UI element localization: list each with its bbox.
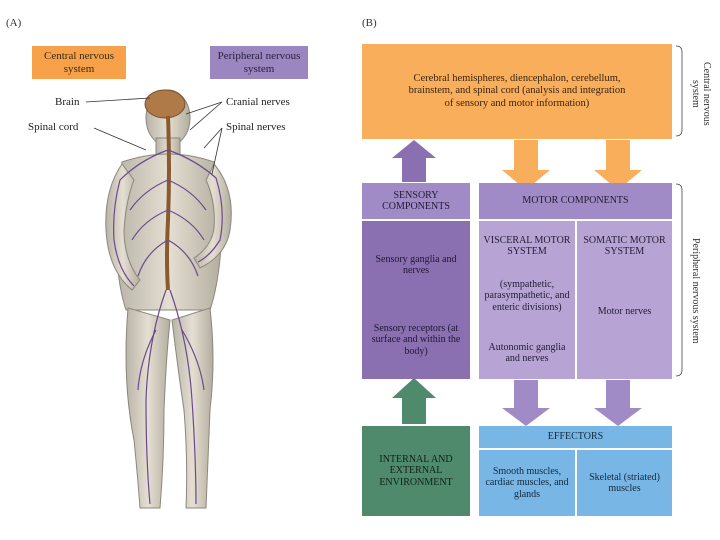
environment-box: INTERNAL AND EXTERNAL ENVIRONMENT bbox=[362, 426, 470, 516]
bracket-pns bbox=[675, 183, 683, 377]
arrow-visceral-to-effectors bbox=[502, 380, 550, 426]
motor-header: MOTOR COMPONENTS bbox=[479, 183, 672, 219]
nerve-lines bbox=[113, 149, 223, 505]
somatic-body bbox=[577, 221, 672, 379]
sensory-receptors: Sensory receptors (at surface and within… bbox=[371, 322, 461, 357]
nervous-system-figure bbox=[105, 89, 232, 509]
sensory-ganglia: Sensory ganglia and nerves bbox=[375, 253, 457, 277]
spinal-cord-line bbox=[165, 115, 171, 291]
arrow-cns-to-visceral bbox=[502, 140, 550, 190]
arrow-cns-to-somatic bbox=[594, 140, 642, 190]
brain-shape bbox=[144, 89, 186, 119]
arrow-environment-up bbox=[392, 378, 436, 424]
bracket-label-pns: Peripheral nervous system bbox=[690, 238, 701, 344]
bracket-cns bbox=[675, 45, 683, 137]
sensory-body bbox=[362, 221, 470, 379]
pns-tag: Peripheral nervous system bbox=[210, 46, 308, 79]
panel-b-label: (B) bbox=[362, 17, 377, 29]
cns-tag: Central nervous system bbox=[32, 46, 126, 79]
effectors-skeletal: Skeletal (striated) muscles bbox=[577, 450, 672, 516]
visceral-body bbox=[479, 221, 575, 379]
label-cranial-nerves: Cranial nerves bbox=[226, 96, 290, 108]
visceral-divisions: (sympathetic, parasympathetic, and enter… bbox=[484, 278, 570, 313]
effectors-smooth: Smooth muscles, cardiac muscles, and gla… bbox=[479, 450, 575, 516]
arrow-somatic-to-effectors bbox=[594, 380, 642, 426]
label-spinal-cord: Spinal cord bbox=[28, 121, 79, 133]
bracket-label-cns: Central nervous system bbox=[690, 62, 712, 126]
label-brain: Brain bbox=[55, 96, 80, 108]
visceral-title: VISCERAL MOTOR SYSTEM bbox=[483, 234, 571, 258]
somatic-motor-nerves: Motor nerves bbox=[597, 306, 652, 318]
leader-lines bbox=[85, 97, 223, 175]
panel-a-label: (A) bbox=[6, 17, 22, 29]
cns-box: Cerebral hemispheres, diencephalon, cere… bbox=[362, 44, 672, 139]
label-spinal-nerves: Spinal nerves bbox=[226, 121, 286, 133]
side-brackets bbox=[675, 45, 683, 377]
sensory-header: SENSORY COMPONENTS bbox=[362, 183, 470, 219]
somatic-title: SOMATIC MOTOR SYSTEM bbox=[583, 234, 666, 258]
effectors-header: EFFECTORS bbox=[479, 426, 672, 448]
arrow-sensory-up bbox=[392, 140, 436, 182]
visceral-ganglia: Autonomic ganglia and nerves bbox=[488, 341, 566, 365]
